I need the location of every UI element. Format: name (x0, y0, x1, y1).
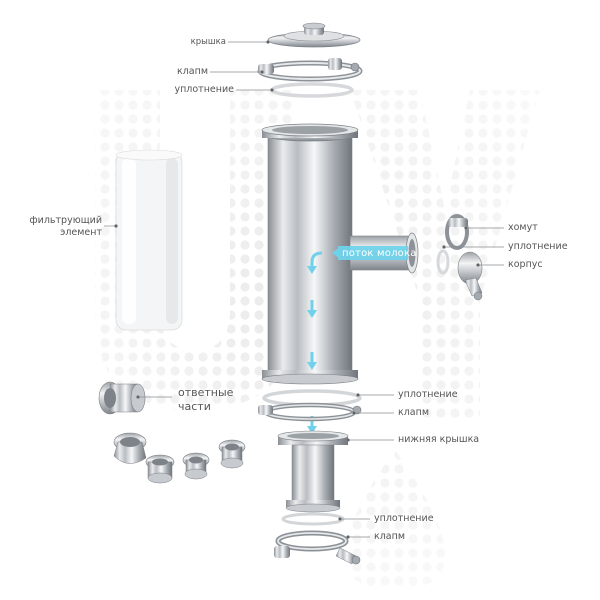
counterparts-group (98, 381, 246, 484)
label-seal-mid: уплотнение (398, 389, 458, 400)
label-filter-line2: элемент (60, 227, 102, 238)
label-filter-line1: фильтрующий (29, 215, 102, 226)
flow-arrow-4 (307, 426, 317, 434)
counterpart-ferrule-large (98, 381, 146, 415)
label-seal-side: уплотнение (508, 241, 568, 252)
label-bottom-lid: нижняя крышка (398, 434, 480, 445)
label-seal-bottom: уплотнение (374, 513, 434, 524)
label-counterparts-line1: ответные (178, 386, 234, 399)
side-clamp-part (436, 214, 483, 301)
flow-curve (310, 251, 323, 268)
bottom-lid-part (277, 430, 349, 513)
leader-lines (104, 40, 504, 539)
bottom-clamp-part (274, 530, 361, 565)
counterpart-ferrule-4 (182, 452, 210, 480)
label-clamp-bottom: клапм (374, 531, 406, 542)
label-seal-top: уплотнение (174, 84, 234, 95)
flow-arrow-3 (307, 362, 317, 370)
flow-arrow-2 (307, 310, 317, 318)
label-clamp-top: клапм (176, 66, 208, 77)
counterpart-ferrule-5 (218, 439, 246, 469)
label-collar: хомут (508, 222, 538, 233)
label-clamp-mid: клапм (398, 407, 430, 418)
flow-arrow-1 (307, 266, 317, 274)
filter-element-part (115, 149, 183, 331)
counterpart-ferrule-2 (113, 432, 147, 464)
top-clamp-part (257, 58, 363, 82)
body-part (261, 123, 419, 385)
label-milk-flow: поток молока (342, 248, 417, 259)
lid-part (267, 22, 361, 48)
label-counterparts-line2: части (178, 400, 211, 413)
label-lid: крышка (190, 37, 226, 47)
label-body: корпус (508, 259, 543, 270)
counterpart-ferrule-3 (145, 454, 175, 484)
